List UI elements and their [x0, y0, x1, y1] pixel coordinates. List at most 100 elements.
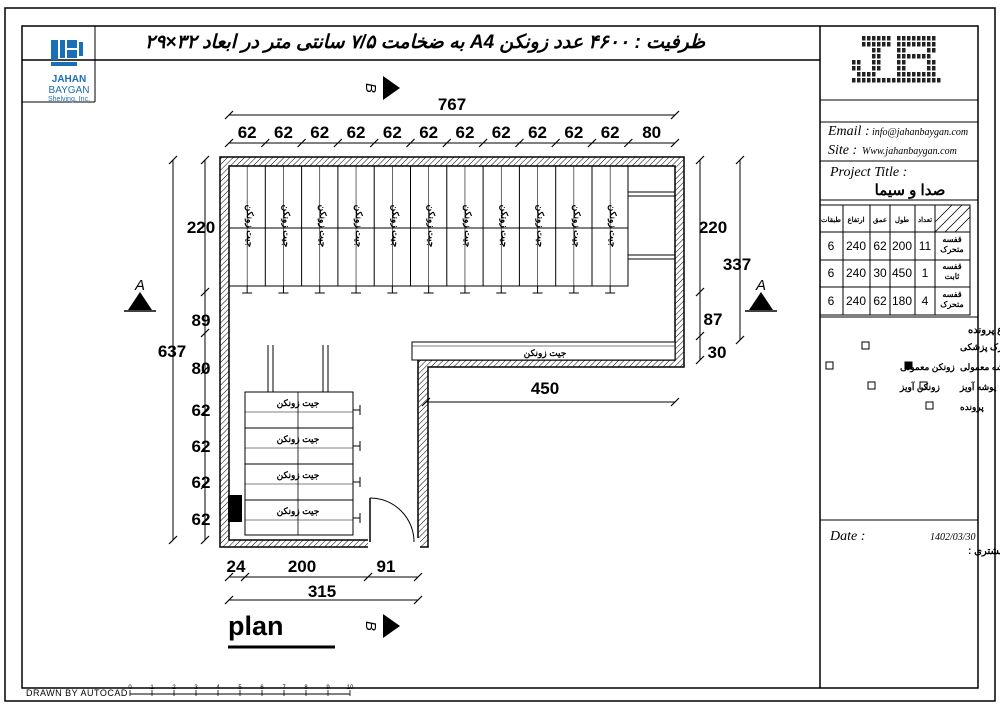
- table-row-name: قفسه: [942, 290, 961, 299]
- scale-tick-label: 2: [172, 685, 176, 691]
- logo-name-1: JAHAN: [52, 74, 86, 85]
- shelf-label: جیت زونکن: [317, 205, 328, 248]
- company-logo: JAHAN BAYGAN Shelving, Inc.: [48, 40, 90, 103]
- shelf-label: جیت زونکن: [277, 398, 320, 409]
- top-shelf-unit: جیت زونکن: [482, 166, 509, 294]
- file-type-option[interactable]: زونکن آویز: [867, 381, 940, 393]
- header-title: ظرفیت : ۴۶۰۰ عدد زونکن A4 به ضخامت ۷/۵ س…: [145, 32, 706, 53]
- logo-mark-icon: [51, 40, 83, 66]
- dim-left-segment: 62: [192, 437, 211, 456]
- plan-label: plan: [228, 611, 284, 641]
- dim-right-segment: 87: [704, 310, 723, 329]
- table-cell: 62: [873, 239, 887, 253]
- dimensions: [172, 114, 741, 601]
- dim-bottom-segment: 24: [227, 557, 246, 576]
- option-checkbox[interactable]: [919, 381, 928, 390]
- table-cell: 180: [892, 294, 912, 308]
- dim-right-total: 337: [723, 255, 751, 274]
- shelf-label: جیت زونکن: [244, 205, 255, 248]
- table-cell: 6: [828, 294, 835, 308]
- table-header: تعداد: [918, 216, 932, 224]
- dim-top-segment: 62: [347, 123, 366, 142]
- option-label: پوشه معمولی: [960, 362, 1000, 373]
- svg-text:B: B: [362, 621, 379, 631]
- option-label: پرونده: [960, 402, 984, 413]
- table-cell: 240: [846, 239, 866, 253]
- top-shelf-unit: جیت زونکن: [518, 166, 546, 294]
- table-cell: 200: [892, 239, 912, 253]
- shelf-label: جیت زونکن: [389, 205, 400, 248]
- door-swing: [369, 497, 415, 543]
- dim-left-total: 637: [158, 342, 186, 361]
- email-value: info@jahanbaygan.com: [872, 127, 968, 138]
- option-label: زونکن معمولی: [900, 362, 955, 373]
- option-checkbox[interactable]: [867, 381, 876, 390]
- scale-tick-label: 4: [216, 685, 220, 691]
- dim-left-segment: 62: [192, 510, 211, 529]
- option-label: زونکن آویز: [899, 381, 940, 393]
- outer-border: [4, 7, 996, 702]
- left-shelf-unit: جیت زونکن: [245, 463, 361, 487]
- file-type-option[interactable]: پرونده: [925, 401, 984, 413]
- top-shelf-unit: جیت زونکن: [264, 166, 291, 294]
- shelf-label: جیت زونکن: [462, 205, 473, 248]
- shelf-label: جیت زونکن: [498, 205, 509, 248]
- file-type-option[interactable]: پوشه مدارک پزشکی: [861, 341, 1000, 353]
- table-header: طول: [895, 216, 910, 224]
- logo-name-2: BAYGAN: [49, 85, 90, 96]
- table-cell: 240: [846, 294, 866, 308]
- footer-note: DRAWN BY AUTOCAD: [26, 688, 128, 698]
- table-cell: 450: [892, 266, 912, 280]
- file-type-option[interactable]: پوشه آویز: [919, 381, 997, 393]
- section-marker-b-top: B: [362, 76, 400, 100]
- table-row-name: قفسه: [942, 235, 961, 244]
- option-label: پوشه آویز: [959, 381, 997, 393]
- shelf-label: جیت زونکن: [277, 434, 320, 445]
- dim-right-segment: 30: [708, 343, 727, 362]
- top-shelf-unit: جیت زونکن: [591, 166, 618, 294]
- section-marker-a-right: A: [745, 277, 777, 312]
- site-label: Site :: [828, 143, 857, 158]
- table-cell: 1: [922, 266, 929, 280]
- date-value: 1402/03/30: [930, 532, 976, 543]
- inner-border: [21, 25, 979, 689]
- control-box: [228, 495, 242, 522]
- svg-text:A: A: [134, 277, 145, 294]
- scale-tick-label: 1: [150, 685, 154, 691]
- shelf-label: جیت زونکن: [280, 205, 291, 248]
- option-checkbox[interactable]: [825, 361, 834, 370]
- dim-bottom-segment: 91: [377, 557, 396, 576]
- dim-right-segment: 220: [699, 218, 727, 237]
- file-type-option[interactable]: زونکن معمولی: [825, 361, 955, 373]
- dim-top-segment: 62: [383, 123, 402, 142]
- option-checkbox[interactable]: [861, 341, 870, 350]
- table-row-name: ثابت: [945, 272, 961, 281]
- table-cell: 6: [828, 266, 835, 280]
- table-cell: 4: [922, 294, 929, 308]
- top-shelf-unit: جیت زونکن: [410, 166, 437, 294]
- shelf-label: جیت زونکن: [607, 205, 618, 248]
- left-shelf-unit: جیت زونکن: [245, 398, 361, 415]
- option-checkbox[interactable]: [925, 401, 934, 410]
- dim-top-segment: 80: [642, 123, 661, 142]
- svg-text:B: B: [362, 83, 379, 93]
- left-shelf-unit: جیت زونکن: [245, 427, 361, 451]
- section-marker-a-left: A: [124, 277, 156, 312]
- table-row-name: قفسه: [942, 262, 961, 271]
- scale-tick-label: 8: [304, 685, 308, 691]
- shelf-label: جیت زونکن: [277, 470, 320, 481]
- dim-top-segment: 62: [564, 123, 583, 142]
- table-header: عمق: [873, 217, 887, 224]
- dim-left-segment: 80: [192, 359, 211, 378]
- file-type-option[interactable]: پوشه معمولی: [904, 361, 1000, 373]
- dim-top-segment: 62: [455, 123, 474, 142]
- dim-top-segment: 62: [274, 123, 293, 142]
- option-checkbox[interactable]: [904, 361, 913, 370]
- option-label: پوشه مدارک پزشکی: [960, 342, 1000, 353]
- file-type-title: نوع پرونده: [968, 325, 1000, 336]
- shelf-label: جیت زونکن: [535, 205, 546, 248]
